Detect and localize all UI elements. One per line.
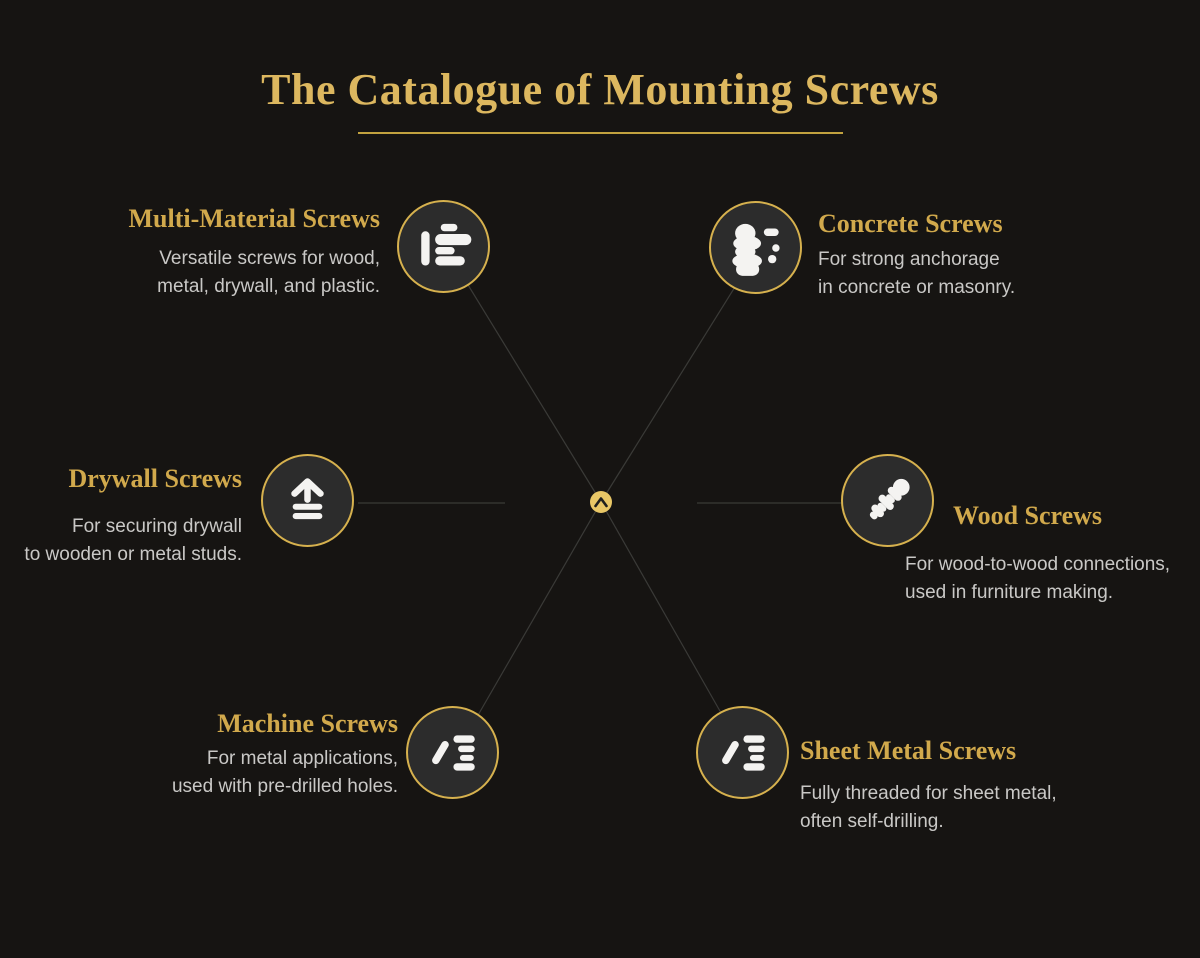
node-label-drywall: Drywall Screws: [68, 464, 242, 493]
node-circle-concrete: [709, 201, 802, 294]
sheet-metal-screw-icon: [722, 734, 765, 771]
node-label-machine: Machine Screws: [217, 709, 398, 738]
title-underline: [358, 132, 843, 134]
chevron-up-icon: [594, 497, 608, 508]
node-label-wood: Wood Screws: [953, 501, 1103, 530]
node-description-machine: For metal applications, used with pre-dr…: [171, 748, 398, 797]
concrete-screw-icon: [732, 223, 780, 276]
node-label-sheet-metal: Sheet Metal Screws: [800, 736, 1017, 765]
wood-screw-icon: [869, 478, 910, 519]
multi-material-screw-icon: [421, 223, 472, 266]
node-circle-sheet-metal: [696, 706, 789, 799]
page-title: The Catalogue of Mounting Screws: [261, 65, 939, 114]
node-description-wood: For wood-to-wood connections, used in fu…: [905, 554, 1171, 603]
node-circle-wood: [841, 454, 934, 547]
node-description-multi-material: Versatile screws for wood, metal, drywal…: [157, 248, 380, 297]
drywall-screw-icon: [291, 477, 324, 519]
node-description-drywall: For securing drywall to wooden or metal …: [24, 516, 242, 565]
node-label-concrete: Concrete Screws: [818, 209, 1003, 238]
node-description-sheet-metal: Fully threaded for sheet metal, often se…: [800, 783, 1057, 832]
connector-line: [600, 249, 759, 503]
node-circle-drywall: [261, 454, 354, 547]
node-circle-machine: [406, 706, 499, 799]
connector-line: [445, 248, 602, 503]
center-hub-dot: [590, 491, 612, 513]
connector-line: [454, 501, 602, 756]
node-circle-multi-material: [397, 200, 490, 293]
node-description-concrete: For strong anchorage in concrete or maso…: [818, 249, 1016, 298]
node-label-multi-material: Multi-Material Screws: [128, 204, 381, 233]
machine-screw-icon: [432, 734, 475, 771]
